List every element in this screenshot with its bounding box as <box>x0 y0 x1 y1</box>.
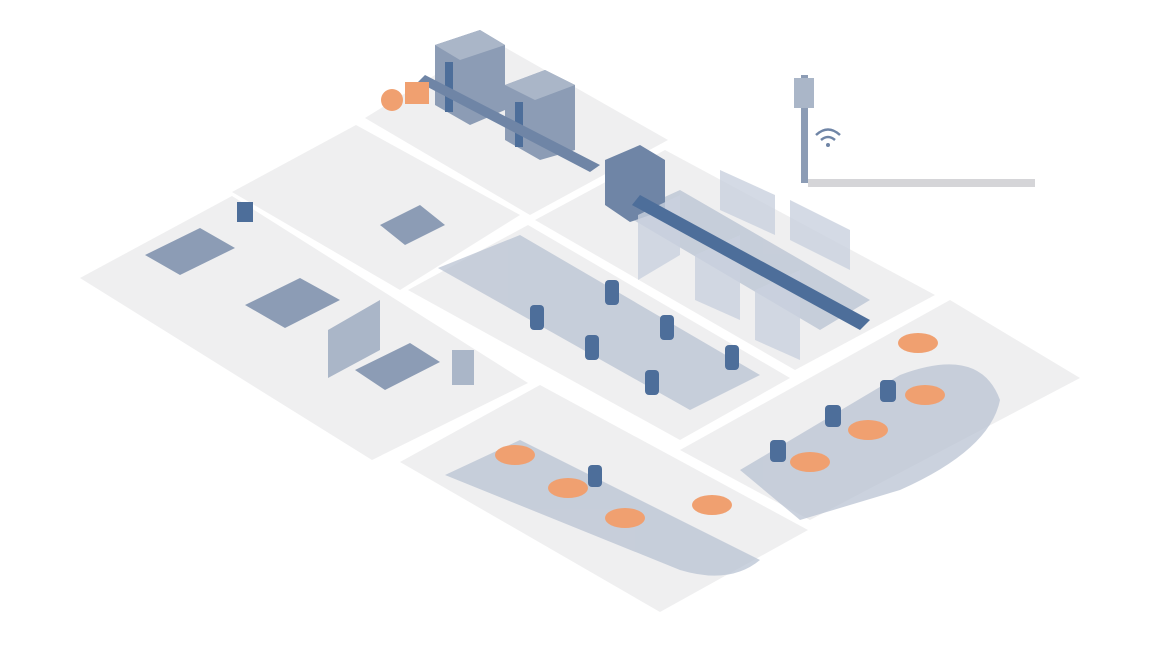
robot <box>725 345 739 370</box>
press-column <box>445 62 453 112</box>
car-body <box>848 420 888 440</box>
robot <box>588 465 602 487</box>
glass-wall <box>720 170 775 235</box>
glass-wall <box>755 270 800 360</box>
robot <box>880 380 896 402</box>
car-bodies <box>495 333 945 528</box>
antenna <box>794 78 814 108</box>
robot <box>530 305 544 330</box>
robot <box>825 405 841 427</box>
body-conveyor <box>632 195 870 330</box>
desk <box>145 228 235 275</box>
press-1-top <box>435 30 505 60</box>
car-body <box>495 445 535 465</box>
desk <box>380 205 445 245</box>
conveyor <box>418 75 600 172</box>
press-2-top <box>505 70 575 100</box>
robots <box>530 280 896 487</box>
car-body <box>905 385 945 405</box>
glass-wall <box>790 200 850 270</box>
screen <box>237 202 253 222</box>
display-wall <box>328 300 380 378</box>
wifi-icon <box>815 128 841 141</box>
cell-tower-icon <box>801 75 808 183</box>
press-machines <box>381 30 600 172</box>
welding-zone <box>438 235 760 410</box>
robot <box>660 315 674 340</box>
coil <box>381 89 403 111</box>
robot-test-tile <box>232 125 520 290</box>
car-body <box>692 495 732 515</box>
robot <box>645 370 659 395</box>
crate <box>405 82 429 104</box>
body-shop <box>605 145 870 360</box>
robot <box>605 280 619 305</box>
robot <box>770 440 786 462</box>
car-body <box>548 478 588 498</box>
cabinet <box>452 350 474 385</box>
desk <box>355 343 440 390</box>
wifi-dot <box>826 143 830 147</box>
desk <box>245 278 340 328</box>
car-body <box>790 452 830 472</box>
cell-tower <box>794 75 1035 187</box>
assembly-zone <box>445 440 760 576</box>
car-body <box>898 333 938 353</box>
office <box>145 202 474 390</box>
car-body <box>605 508 645 528</box>
robot <box>585 335 599 360</box>
